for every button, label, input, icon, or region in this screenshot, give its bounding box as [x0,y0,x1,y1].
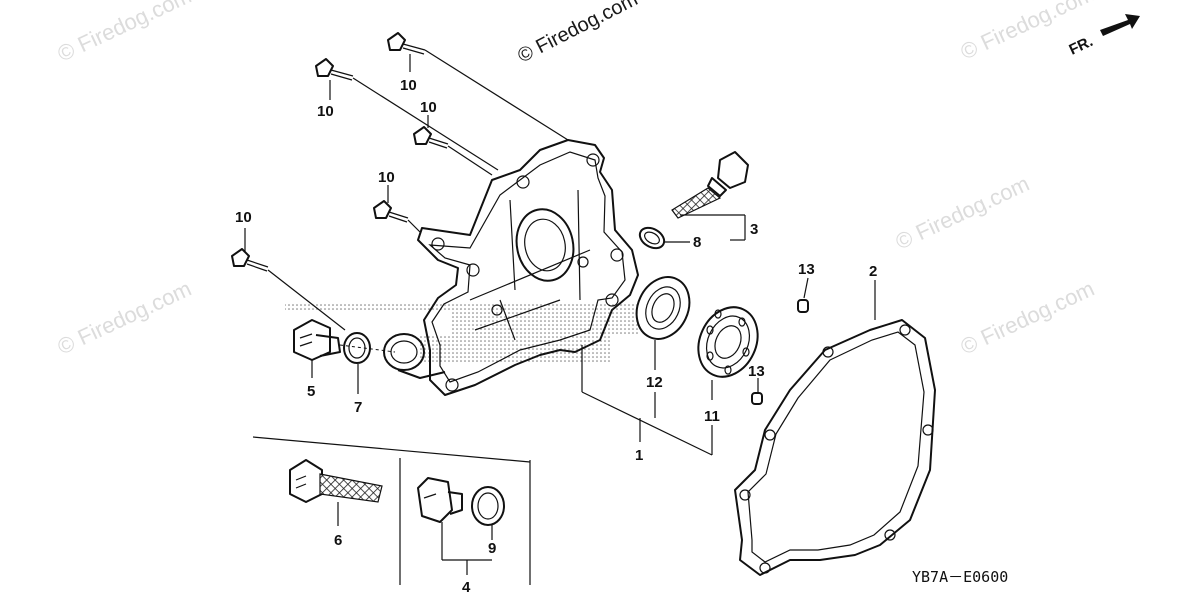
oil-seal-12 [635,276,691,340]
bolt-10-left [231,248,269,272]
callout-13-upper: 13 [798,261,815,278]
bolt-alignment-lines [267,49,569,331]
callout-11: 11 [704,408,720,425]
drain-plug-4 [417,477,463,523]
shading-band [285,302,640,364]
callout-6: 6 [334,532,342,549]
callout-3: 3 [750,221,758,238]
watermark-top-left: © Firedog.com [54,0,196,67]
callout-10-top: 10 [400,77,417,94]
watermark-left-mid: © Firedog.com [54,276,196,360]
oil-filler-cap-dipstick [671,151,749,219]
callout-4: 4 [462,579,471,596]
callout-1: 1 [635,447,643,464]
front-arrow-icon [1100,14,1140,36]
callout-13-lower: 13 [748,363,765,380]
drain-alignment-line [339,344,396,353]
front-indicator: FR. [1067,33,1096,59]
bolt-10-mid [413,126,449,149]
drain-plug-5 [293,319,341,361]
crankcase-cover [417,139,639,396]
callout-9: 9 [488,540,496,557]
gasket-2 [734,319,936,576]
dowel-pin-13-lower [751,392,763,405]
bolt-10-lower [373,200,409,223]
watermark-center: © Firedog.com [514,0,641,67]
callout-2: 2 [869,263,877,280]
watermark-right-mid: © Firedog.com [957,276,1099,360]
dipstick-6 [289,459,383,503]
callout-7: 7 [354,399,362,416]
callout-8: 8 [693,234,701,251]
callout-10-left: 10 [235,209,252,226]
callout-10-lower: 10 [378,169,395,186]
washer-9 [471,486,505,526]
watermark-right-low: © Firedog.com [892,171,1034,255]
seal-ring-8 [638,226,666,250]
callout-10-mid: 10 [420,99,437,116]
callout-12: 12 [646,374,663,391]
variant-divider [252,436,531,585]
callout-5: 5 [307,383,315,400]
drain-boss [383,333,446,379]
callout-10-left-top: 10 [317,103,334,120]
callout-leaders [244,54,876,575]
diagram-code: YB7A－E0600 [912,568,1008,586]
dowel-pin-13-upper [797,299,809,313]
ball-bearing-11 [697,306,759,378]
bolt-10-left-top [315,58,354,81]
bolt-10-top [387,32,426,55]
